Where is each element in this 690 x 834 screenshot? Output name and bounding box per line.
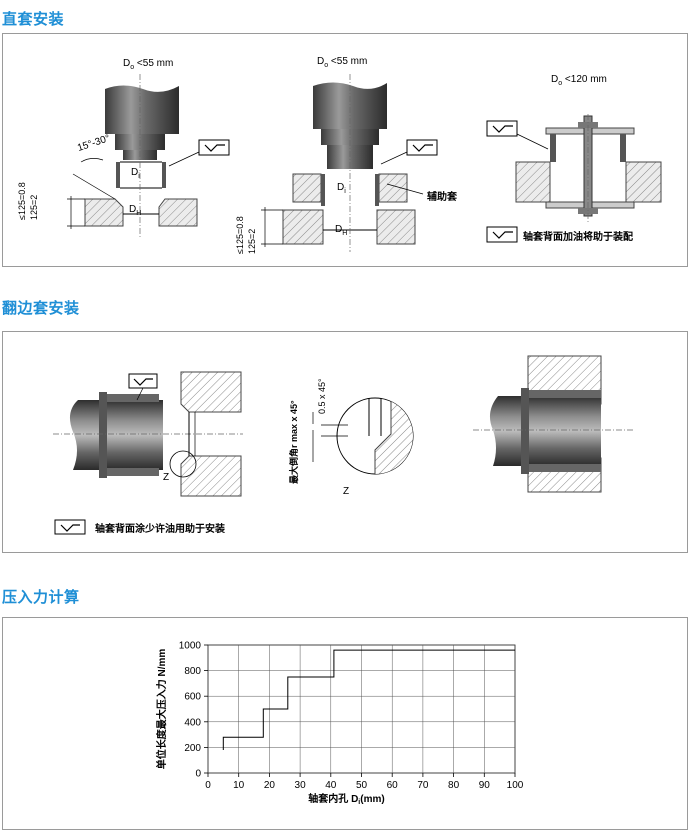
y-tick-label: 800 bbox=[184, 666, 201, 677]
fig1-di-label: Di bbox=[131, 167, 140, 180]
chamfer-label: 0.5 x 45° bbox=[317, 378, 327, 414]
y-tick-label: 600 bbox=[184, 692, 201, 703]
flanged-bushing-diagram bbox=[53, 355, 633, 535]
section-title-force: 压入力计算 bbox=[2, 589, 80, 606]
fig2-roughness-1: ≤125=0.8 bbox=[235, 216, 245, 254]
fig1-roughness-2: 125=2 bbox=[29, 194, 39, 220]
straight-bushing-diagram bbox=[67, 74, 662, 252]
x-tick-label: 90 bbox=[479, 780, 491, 791]
fig3-do-label: Do <120 mm bbox=[551, 74, 607, 87]
flanged-right-assembly bbox=[489, 355, 602, 493]
x-tick-label: 50 bbox=[356, 780, 368, 791]
x-tick-label: 70 bbox=[417, 780, 429, 791]
y-axis-label: 单位长度最大压入力 N/mm bbox=[155, 649, 168, 770]
flanged-left-assembly bbox=[69, 392, 163, 478]
fig2-dh-label: DH bbox=[335, 224, 348, 237]
z-label-detail: Z bbox=[343, 486, 350, 497]
x-tick-label: 10 bbox=[233, 780, 245, 791]
fig3-bolt-press bbox=[545, 115, 635, 217]
y-tick-label: 400 bbox=[184, 717, 201, 728]
y-tick-label: 1000 bbox=[179, 641, 202, 652]
fig2-do-label: Do <55 mm bbox=[317, 56, 368, 69]
press-force-series-line bbox=[222, 649, 515, 750]
fig2-aux-sleeve bbox=[292, 173, 408, 203]
oil-can-icon bbox=[54, 519, 86, 535]
fig2-housing bbox=[282, 209, 416, 245]
fig1-roughness-1: ≤125=0.8 bbox=[17, 182, 27, 220]
x-axis-label: 轴套内孔 Di(mm) bbox=[308, 792, 384, 806]
fig1-housing bbox=[84, 198, 198, 227]
oil-can-icon bbox=[128, 373, 158, 389]
x-tick-label: 0 bbox=[205, 780, 211, 791]
fig2-roughness-2: 125=2 bbox=[247, 228, 257, 254]
fig2-aux-sleeve-label: 辅助套 bbox=[427, 192, 457, 203]
fig1-bushing bbox=[116, 161, 166, 189]
z-label-left: Z bbox=[163, 472, 170, 483]
detail-z-circle bbox=[169, 450, 197, 478]
x-tick-label: 20 bbox=[264, 780, 276, 791]
panel-straight: Do <55 mm 15°-30° Di DH ≤125=0.8 125=2 D… bbox=[2, 33, 688, 267]
fig2-di-label: Di bbox=[337, 182, 346, 195]
x-tick-label: 100 bbox=[507, 780, 524, 791]
section-title-straight: 直套安装 bbox=[2, 11, 65, 28]
x-tick-label: 40 bbox=[325, 780, 337, 791]
fig3-housing bbox=[515, 161, 662, 203]
x-tick-label: 60 bbox=[387, 780, 399, 791]
y-tick-label: 200 bbox=[184, 743, 201, 754]
fig1-dh-label: DH bbox=[129, 204, 142, 217]
fig1-do-label: Do <55 mm bbox=[123, 58, 174, 71]
fig2-bushing bbox=[321, 174, 379, 206]
section-title-flanged: 翻边套安装 bbox=[2, 300, 80, 317]
flanged-oil-note: 轴套背面涂少许油用助于安装 bbox=[95, 524, 225, 535]
y-tick-label: 0 bbox=[195, 769, 201, 780]
chamfer-max-label: 最大倒角r max x 45° bbox=[289, 400, 299, 484]
panel-flanged: Z Z 最大倒角r max x 45° 0.5 x 45° 轴套背面涂少许油用助… bbox=[2, 331, 688, 553]
x-tick-label: 30 bbox=[295, 780, 307, 791]
fig1-press-mandrel bbox=[105, 85, 179, 160]
fig3-oil-note: 轴套背面加油将助于装配 bbox=[523, 232, 633, 243]
detail-z bbox=[312, 397, 414, 475]
x-tick-label: 80 bbox=[448, 780, 460, 791]
